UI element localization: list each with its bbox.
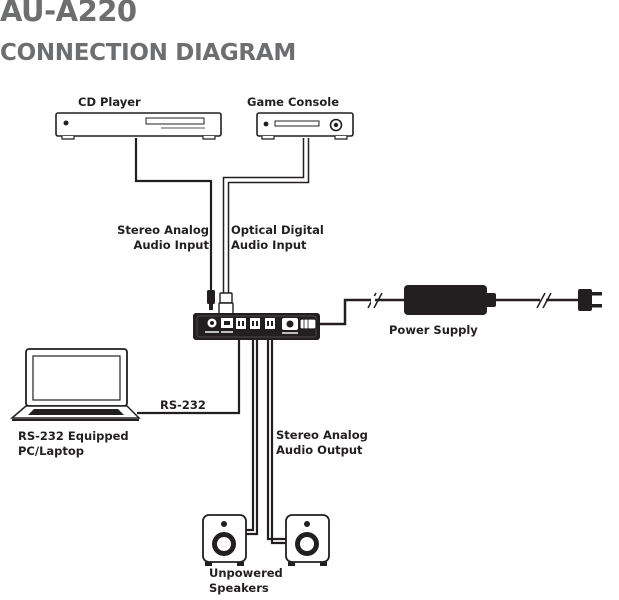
game-console [256, 112, 354, 140]
au-a220-unit [193, 313, 320, 340]
stereo-input-label-1: Stereo Analog [117, 223, 209, 237]
left-speaker-cable [245, 340, 259, 536]
diagram-title: CONNECTION DIAGRAM [0, 40, 296, 66]
stereo-input-label-2: Audio Input [133, 238, 209, 252]
optical-input-label-1: Optical Digital [231, 223, 324, 237]
stereo-output-label-2: Audio Output [276, 443, 363, 457]
model-title: AU-A220 [0, 0, 137, 28]
dc-power-cable [318, 292, 404, 326]
right-speaker-cable [266, 340, 286, 545]
rs232-label: RS-232 [160, 398, 206, 412]
game-console-label: Game Console [247, 95, 339, 109]
power-supply-brick [404, 285, 496, 315]
power-supply-label: Power Supply [389, 323, 478, 337]
stereo-input-cable [134, 138, 213, 290]
cd-player [55, 112, 222, 140]
laptop [9, 348, 141, 421]
stereo-output-label-1: Stereo Analog [276, 428, 368, 442]
optical-plug [218, 292, 234, 316]
optical-input-label-2: Audio Input [231, 238, 307, 252]
rs232-cable [137, 340, 241, 415]
right-speaker [285, 514, 330, 566]
speakers-label-2: Speakers [209, 581, 269, 595]
laptop-label-1: RS-232 Equipped [18, 429, 129, 443]
cd-player-label: CD Player [78, 95, 141, 109]
ac-power-cord [487, 292, 578, 309]
speakers-label-1: Unpowered [209, 566, 283, 580]
optical-cable [222, 138, 310, 295]
laptop-label-2: PC/Laptop [18, 444, 84, 458]
ac-plug [578, 289, 602, 311]
stereo-mini-plug [207, 290, 215, 310]
left-speaker [202, 514, 247, 566]
